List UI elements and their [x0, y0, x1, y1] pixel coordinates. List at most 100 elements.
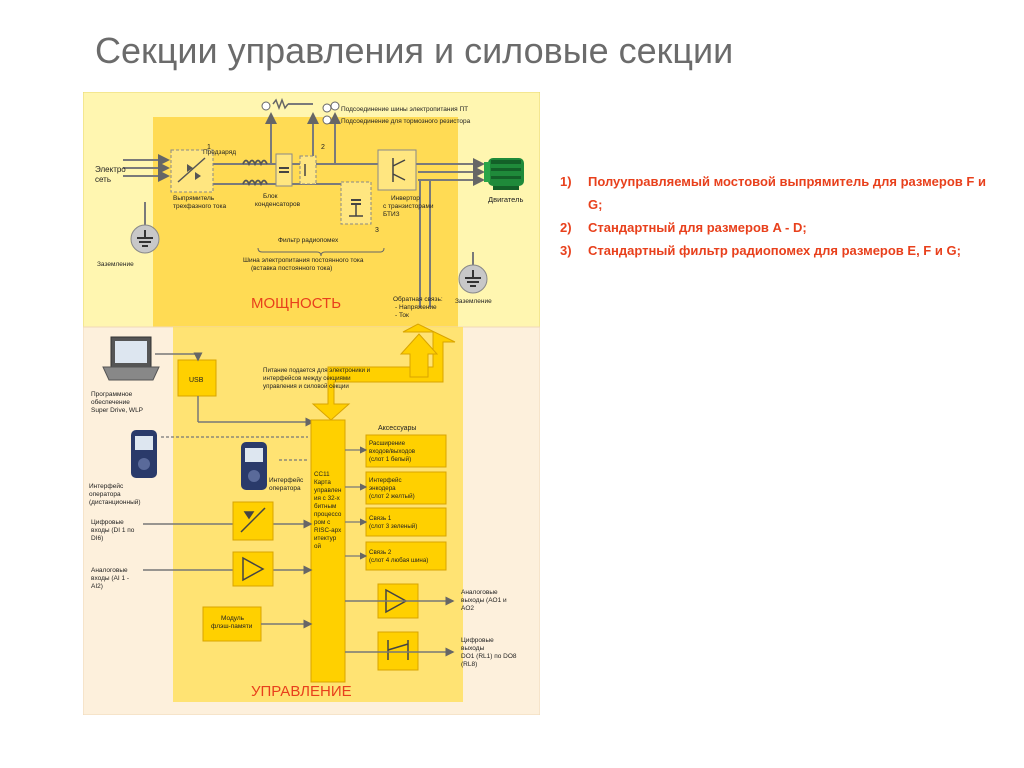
usb-label: USB — [189, 377, 204, 384]
dc-bus-label: Подсоединение шины электропитания ПТ — [341, 106, 468, 113]
ground-label-right: Заземление — [455, 298, 492, 305]
flash-label-1: Модуль — [221, 615, 245, 622]
dc-bus-desc-2: (вставка постоянного тока) — [251, 265, 332, 272]
capacitors-label-2: конденсаторов — [255, 201, 301, 208]
analog-in-label-3: AI2) — [91, 583, 103, 590]
marker-2-top — [330, 101, 340, 111]
legend-num-3: 3) — [560, 243, 572, 258]
resistor-symbol — [272, 97, 289, 111]
legend-item-3: 3) Стандартный фильтр радиопомех для раз… — [560, 239, 1000, 262]
analog-out-label-3: AO2 — [461, 605, 474, 612]
cpu-line-1: Карта — [314, 479, 331, 486]
analog-out-label-1: Аналоговые — [461, 589, 498, 596]
remote-operator-label-1: Интерфейс — [89, 482, 124, 490]
motor-label: Двигатель — [488, 195, 523, 204]
rectifier-label-1: Выпрямитель — [173, 195, 215, 202]
ground-label-left: Заземление — [97, 261, 134, 268]
analog-in-label-2: входы (AI 1 - — [91, 575, 129, 582]
remote-operator-label-2: оператора — [89, 491, 121, 498]
precharge-label: Предзаряд — [203, 149, 236, 156]
analog-out-label-2: выходы (AO1 и — [461, 597, 507, 604]
mains-label-1: Электро — [95, 165, 126, 174]
legend-item-2: 2) Стандартный для размеров A - D; — [560, 216, 1000, 239]
accessory-slot-1 — [365, 434, 447, 468]
cpu-line-6: ром с — [314, 519, 330, 526]
dc-bus-marker-2 — [322, 115, 332, 125]
acc4-label-1: Связь 2 — [369, 549, 392, 556]
dc-bus-marker-1 — [322, 103, 332, 113]
software-label-3: Super Drive, WLP — [91, 407, 143, 414]
marker-1: 1 — [207, 144, 211, 151]
acc3-label-2: (слот 3 зеленый) — [369, 523, 417, 530]
inductor-bottom — [242, 179, 268, 187]
remote-operator-label-3: (дистанционный) — [89, 498, 141, 506]
accessory-slot-2 — [365, 471, 447, 505]
accessory-slot-3 — [365, 507, 447, 537]
inverter-block — [377, 149, 417, 191]
brake-chopper-block — [299, 155, 317, 185]
cpu-line-7: RISC-арх — [314, 527, 342, 534]
brake-resistor-label: Подсоединение для тормозного резистора — [341, 118, 471, 125]
power-feed-arrow — [311, 323, 456, 421]
power-control-diagram: Подсоединение шины электропитания ПТ Под… — [83, 92, 540, 715]
laptop-icon — [102, 336, 160, 381]
ground-icon-right — [458, 264, 488, 294]
legend-text-1: Полууправляемый мостовой выпрямитель для… — [588, 174, 986, 212]
acc3-label-1: Связь 1 — [369, 515, 392, 522]
local-operator-label-1: Интерфейс — [269, 476, 304, 484]
acc4-label-2: (слот 4 любая шина) — [369, 557, 428, 564]
digital-in-label-1: Цифровые — [91, 519, 124, 526]
inverter-label-2: с транзисторами — [383, 203, 434, 210]
cpu-line-9: ой — [314, 542, 322, 550]
cpu-line-4: битным — [314, 502, 336, 510]
cpu-line-0: CC11 — [314, 471, 330, 478]
digital-out-label-4: (RL8) — [461, 661, 477, 668]
cpu-line-5: процессо — [314, 511, 342, 518]
local-operator-label-2: оператора — [269, 485, 301, 492]
capacitors-label-1: Блок — [263, 193, 278, 200]
ground-icon-left — [130, 224, 160, 254]
marker-2: 2 — [321, 144, 325, 151]
digital-out-label-1: Цифровые — [461, 637, 494, 644]
legend-num-2: 2) — [560, 220, 572, 235]
mains-label-2: сеть — [95, 175, 111, 184]
supply-label-3: управления и силовой секции — [263, 383, 349, 390]
accessory-slot-4 — [365, 541, 447, 571]
relay-output-block — [377, 631, 419, 671]
supply-label-1: Питание подается для электроники и — [263, 367, 371, 374]
marker-1-top — [261, 101, 271, 111]
flash-module-block — [202, 606, 262, 642]
software-label-2: обеспечение — [91, 398, 130, 406]
acc1-label-2: входов/выходов — [369, 448, 416, 455]
acc1-label-1: Расширение — [369, 440, 406, 447]
inductor-top — [242, 159, 268, 167]
capacitor-block — [275, 153, 293, 187]
feedback-label-1: Обратная связь: — [393, 295, 443, 303]
control-card-text: CC11 Карта управлен ия с 32-х битным про… — [314, 471, 342, 550]
motor-icon — [484, 158, 524, 190]
power-section-label: МОЩНОСТЬ — [251, 295, 341, 312]
digital-out-label-3: DO1 (RL1) по DO8 — [461, 653, 517, 660]
remote-operator-icon — [131, 430, 157, 478]
cpu-line-2: управлен — [314, 487, 342, 494]
cpu-line-8: итектур — [314, 535, 337, 542]
software-label-1: Программное — [91, 391, 133, 398]
legend-list: 1) Полууправляемый мостовой выпрямитель … — [560, 170, 1000, 262]
marker-3: 3 — [375, 227, 379, 234]
page-title: Секции управления и силовые секции — [95, 30, 734, 71]
acc2-label-1: Интерфейс — [369, 477, 402, 484]
rectifier-block — [170, 149, 214, 193]
digital-in-label-2: входы (DI 1 по — [91, 527, 135, 534]
legend-text-2: Стандартный для размеров A - D; — [588, 220, 807, 235]
analog-in-label-1: Аналоговые — [91, 567, 128, 574]
acc2-label-2: энкодера — [369, 485, 396, 492]
legend-num-1: 1) — [560, 174, 572, 189]
feedback-label-2: - Напряжение — [395, 304, 437, 311]
rectifier-label-2: трехфазного тока — [173, 203, 226, 210]
digital-out-label-2: выходы — [461, 645, 485, 652]
inverter-label-3: БТИЗ — [383, 211, 400, 218]
inverter-label-1: Инвертор — [391, 195, 420, 202]
flash-label-2: флэш-памяти — [211, 623, 253, 630]
analog-input-amp-block — [232, 551, 274, 587]
rfi-filter-label: Фильтр радиопомех — [278, 237, 339, 244]
